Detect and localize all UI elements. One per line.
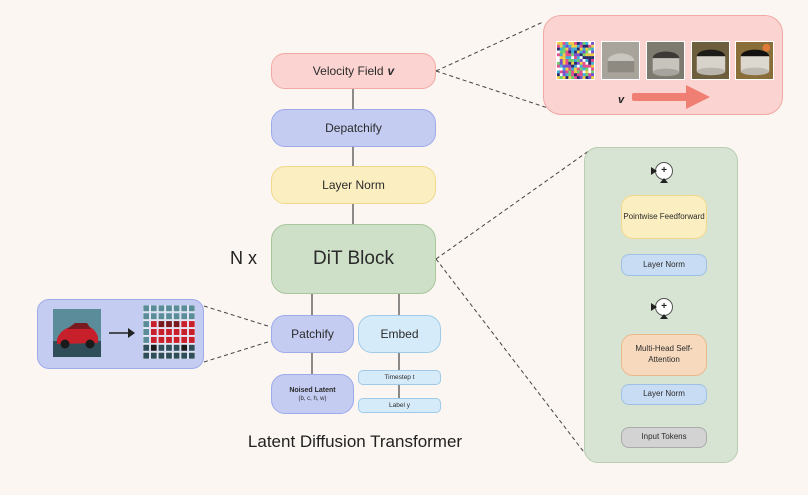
input-tokens-block: Input Tokens [621,427,707,448]
depatchify-label: Depatchify [325,121,382,135]
layer-norm-block: Layer Norm [271,166,436,204]
noised-latent-title: Noised Latent [289,386,336,394]
velocity-field-block: Velocity Field v [271,53,436,89]
arrow-right-icon [109,328,135,338]
noise-frame [556,41,595,80]
attention-block: Multi-Head Self-Attention [621,334,707,376]
dit-block: DiT Block [271,224,436,294]
class-label-block: Label y [358,398,441,413]
pot-final-frame [735,41,774,80]
patchify-panel [37,299,204,369]
depatchify-block: Depatchify [271,109,436,147]
class-label: Label y [389,402,410,409]
input-tokens-label: Input Tokens [641,432,687,442]
patch-grid [143,305,195,359]
layer-norm-bottom-block: Layer Norm [621,384,707,405]
noisy-pot-frame [601,41,640,80]
feedforward-label: Pointwise Feedforward [623,211,705,221]
repeat-label: N x [230,248,257,268]
add-icon: + [655,298,673,316]
timestep-block: Timestep t [358,370,441,385]
embed-block: Embed [358,315,441,353]
layer-norm-top-label: Layer Norm [643,259,685,269]
noised-latent-shape: (b, c, h, w) [298,395,327,402]
pot-partial-frame [646,41,685,80]
velocity-panel: v [543,15,783,115]
add-icon: + [655,162,673,180]
attention-label: Multi-Head Self-Attention [635,344,693,364]
velocity-arrow-label: v [618,94,625,106]
layer-norm-top-block: Layer Norm [621,254,707,276]
timestep-label: Timestep t [384,374,415,381]
layer-norm-label: Layer Norm [322,178,385,192]
diagram-caption: Latent Diffusion Transformer [247,432,463,451]
car-image [53,309,101,357]
dit-block-label: DiT Block [313,248,394,269]
velocity-symbol: v [387,64,395,78]
layer-norm-bottom-label: Layer Norm [643,389,685,399]
pot-clearer-frame [691,41,730,80]
noised-latent-block: Noised Latent (b, c, h, w) [271,374,354,414]
patchify-label: Patchify [291,327,334,341]
embed-label: Embed [380,327,419,341]
patchify-block: Patchify [271,315,354,353]
velocity-field-label: Velocity Field [312,64,384,78]
arrow-right-icon [632,85,710,109]
feedforward-block: Pointwise Feedforward [621,195,707,239]
